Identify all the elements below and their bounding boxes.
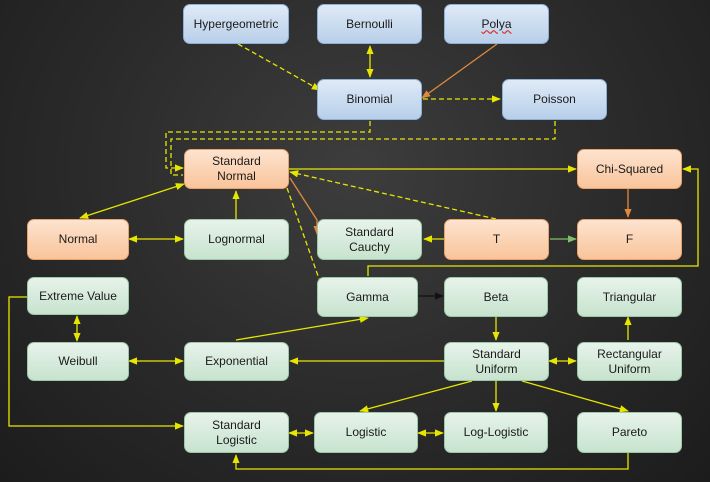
node-pareto: Pareto (577, 412, 682, 453)
edge-standard-normal-standard-cauchy (289, 177, 321, 235)
edge-hypergeometric-binomial (237, 43, 321, 91)
node-polya: Polya (444, 4, 549, 44)
edge-gamma-chi-squared (367, 165, 699, 276)
node-gamma: Gamma (317, 277, 418, 317)
node-poisson: Poisson (502, 79, 607, 120)
edge-t-standard-normal (289, 170, 497, 220)
edge-poisson-standard-normal (170, 121, 556, 176)
node-normal: Normal (27, 219, 129, 260)
node-binomial: Binomial (317, 79, 422, 120)
edge-standard-normal-normal (79, 183, 185, 219)
node-log-logistic: Log-Logistic (444, 412, 548, 453)
node-polya-label: Polya (481, 16, 512, 31)
node-weibull: Weibull (27, 342, 129, 381)
node-exponential: Exponential (184, 342, 289, 381)
node-f: F (577, 219, 682, 260)
edge-standard-uniform-logistic (359, 380, 473, 413)
node-logistic: Logistic (314, 412, 418, 453)
node-hypergeometric: Hypergeometric (183, 4, 289, 44)
node-t: T (444, 219, 549, 260)
node-standard-cauchy: Standard Cauchy (317, 219, 422, 260)
edge-standard-uniform-pareto (521, 380, 629, 413)
node-bernoulli: Bernoulli (317, 4, 422, 44)
node-rectangular-uniform: Rectangular Uniform (577, 342, 682, 381)
node-extreme-value: Extreme Value (27, 277, 129, 315)
edge-pareto-standard-logistic (232, 453, 629, 470)
node-chi-squared: Chi-Squared (577, 149, 682, 189)
node-standard-logistic: Standard Logistic (184, 412, 289, 453)
edge-standard-normal-gamma (286, 187, 324, 291)
node-lognormal: Lognormal (184, 219, 289, 260)
edge-gamma-exponential (235, 315, 369, 341)
node-standard-uniform: Standard Uniform (444, 342, 549, 381)
node-standard-normal: Standard Normal (184, 149, 289, 189)
edge-polya-binomial (421, 43, 498, 99)
edge-binomial-standard-normal (165, 121, 371, 172)
edge-extreme-value-standard-logistic (8, 296, 184, 430)
node-triangular: Triangular (577, 277, 682, 317)
node-beta: Beta (444, 277, 548, 317)
